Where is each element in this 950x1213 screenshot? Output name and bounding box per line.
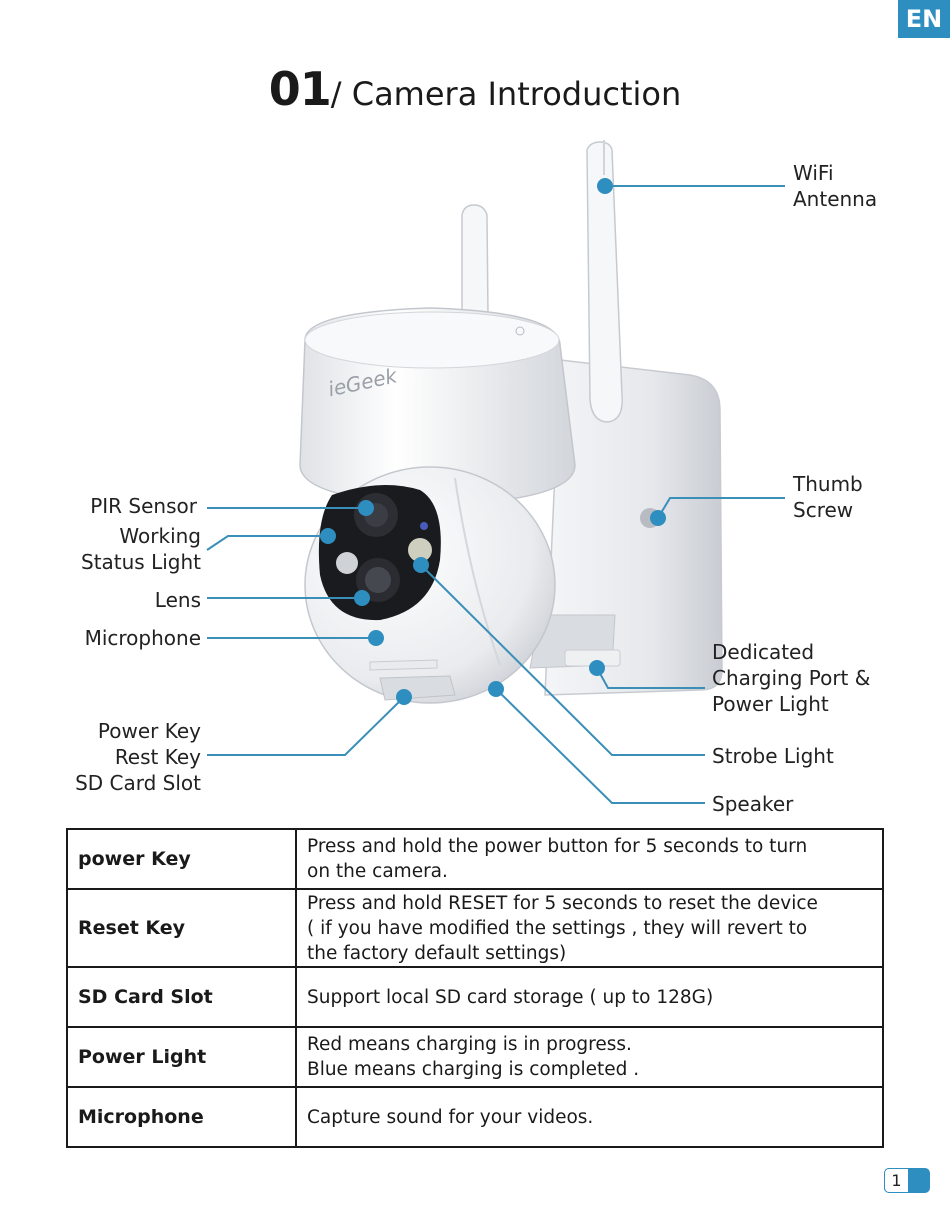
row-value: Support local SD card storage ( up to 12… xyxy=(295,966,884,1028)
row-value: Press and hold the power button for 5 se… xyxy=(295,828,884,890)
mount-bracket xyxy=(529,359,723,696)
row-key: Power Light xyxy=(66,1026,297,1088)
callout-lens: Lens xyxy=(154,588,201,612)
wifi-antenna-left xyxy=(461,204,489,316)
page-number: 1 xyxy=(884,1168,909,1193)
camera-dome: ieGeek xyxy=(299,307,576,506)
table-row: SD Card Slot Support local SD card stora… xyxy=(66,966,884,1028)
camera-ball xyxy=(304,466,556,704)
row-value: Press and hold RESET for 5 seconds to re… xyxy=(295,888,884,968)
table-row: Power Light Red means charging is in pro… xyxy=(66,1026,884,1088)
language-badge: EN xyxy=(898,0,950,38)
table-row: Microphone Capture sound for your videos… xyxy=(66,1086,884,1148)
spec-table: power Key Press and hold the power butto… xyxy=(66,828,884,1148)
camera-diagram: ieGeek xyxy=(206,140,785,804)
wifi-antenna-right xyxy=(586,140,623,423)
callout-lines xyxy=(206,185,785,804)
row-key: Microphone xyxy=(66,1086,297,1148)
callout-microphone: Microphone xyxy=(84,626,201,650)
row-value: Capture sound for your videos. xyxy=(295,1086,884,1148)
row-value: Red means charging is in progress.Blue m… xyxy=(295,1026,884,1088)
callout-pir-sensor: PIR Sensor xyxy=(90,494,197,518)
callout-dots xyxy=(320,178,666,705)
callout-strobe-light: Strobe Light xyxy=(712,744,834,768)
table-row: Reset Key Press and hold RESET for 5 sec… xyxy=(66,888,884,968)
section-title: / Camera Introduction xyxy=(330,75,682,113)
row-key: Reset Key xyxy=(66,888,297,968)
row-key: power Key xyxy=(66,828,297,890)
callout-speaker: Speaker xyxy=(712,792,794,816)
page-number-badge: 1 xyxy=(884,1168,930,1193)
page-title: 01/ Camera Introduction xyxy=(0,62,950,116)
table-row: power Key Press and hold the power butto… xyxy=(66,828,884,890)
section-number: 01 xyxy=(268,62,332,116)
row-key: SD Card Slot xyxy=(66,966,297,1028)
